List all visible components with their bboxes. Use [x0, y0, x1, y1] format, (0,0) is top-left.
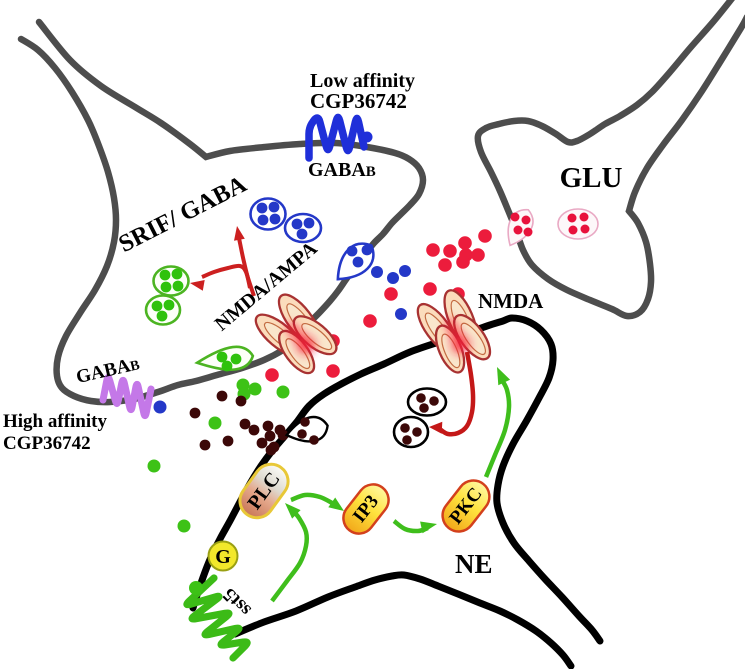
svg-text:GABAB: GABAB — [308, 159, 376, 181]
svg-text:CGP36742: CGP36742 — [310, 89, 407, 113]
svg-text:Low affinity: Low affinity — [310, 70, 415, 92]
svg-text:NE: NE — [455, 549, 493, 579]
svg-text:High affinity: High affinity — [3, 411, 107, 432]
svg-text:G: G — [215, 546, 231, 568]
svg-text:GLU: GLU — [560, 162, 623, 194]
svg-text:NMDA: NMDA — [478, 289, 544, 313]
svg-text:CGP36742: CGP36742 — [3, 433, 91, 454]
